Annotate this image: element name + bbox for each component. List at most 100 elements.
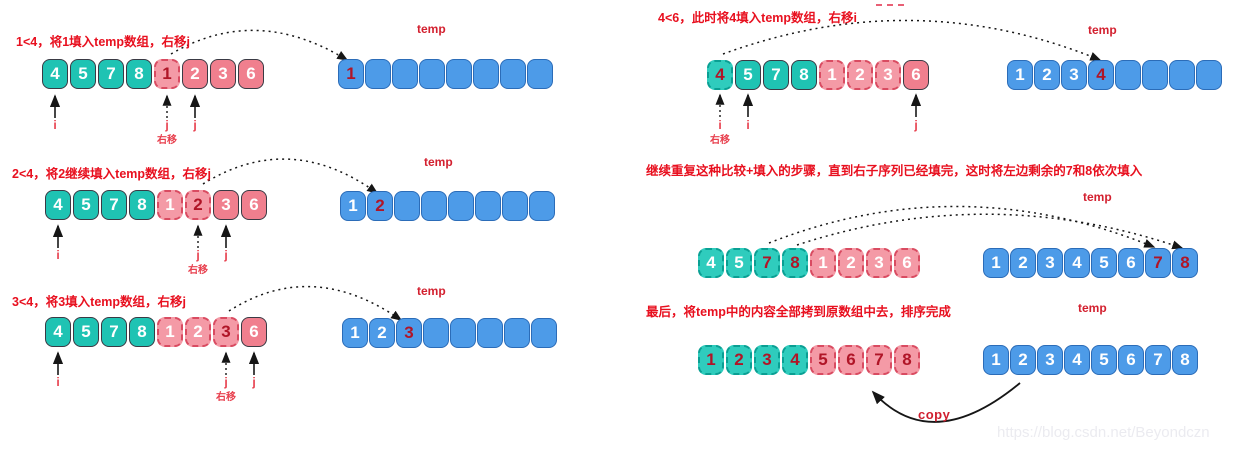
array-cell: 7 [1145, 345, 1171, 375]
step4-temp-label: temp [1088, 23, 1117, 37]
array-cell [500, 59, 526, 89]
array-cell: 3 [396, 318, 422, 348]
array-cell [529, 191, 555, 221]
step2-temp-label: temp [424, 155, 453, 169]
step6-caption: 最后，将temp中的内容全部拷到原数组中去，排序完成 [646, 305, 951, 319]
array-cell: 7 [101, 190, 127, 220]
array-cell [531, 318, 557, 348]
step3-j-new-label: j [252, 375, 256, 389]
array-cell [392, 59, 418, 89]
array-cell [502, 191, 528, 221]
step1-temp-array: 1 [338, 59, 553, 89]
array-cell: 5 [735, 60, 761, 90]
array-cell: 2 [185, 317, 211, 347]
array-cell: 4 [1088, 60, 1114, 90]
step2-j-new-label: j [224, 248, 228, 262]
array-cell [448, 191, 474, 221]
array-cell [450, 318, 476, 348]
array-cell: 2 [1034, 60, 1060, 90]
array-cell [423, 318, 449, 348]
step1-temp-label: temp [417, 22, 446, 36]
array-cell: 1 [1007, 60, 1033, 90]
array-cell: 6 [241, 190, 267, 220]
step1-caption: 1<4，将1填入temp数组，右移j [16, 35, 190, 49]
array-cell: 2 [369, 318, 395, 348]
array-cell: 6 [241, 317, 267, 347]
array-cell: 1 [157, 190, 183, 220]
copy-label: copy [918, 407, 951, 422]
step4-shift-label: 右移 [710, 135, 730, 146]
array-cell: 1 [342, 318, 368, 348]
array-cell: 4 [1064, 345, 1090, 375]
array-cell: 1 [340, 191, 366, 221]
array-cell: 2 [1010, 345, 1036, 375]
array-cell: 6 [903, 60, 929, 90]
step3-temp-label: temp [417, 284, 446, 298]
array-cell: 8 [129, 317, 155, 347]
array-cell: 8 [782, 248, 808, 278]
array-cell [1115, 60, 1141, 90]
array-cell: 5 [1091, 248, 1117, 278]
array-cell: 3 [213, 317, 239, 347]
array-cell: 3 [1061, 60, 1087, 90]
array-cell [446, 59, 472, 89]
array-cell: 3 [866, 248, 892, 278]
move-arc-step2 [202, 158, 379, 194]
array-cell: 6 [1118, 345, 1144, 375]
array-cell: 5 [73, 190, 99, 220]
step2-caption: 2<4，将2继续填入temp数组，右移j [12, 167, 211, 181]
array-cell [421, 191, 447, 221]
array-cell: 4 [782, 345, 808, 375]
array-cell [504, 318, 530, 348]
array-cell [473, 59, 499, 89]
step3-j-old-label: j [224, 375, 228, 389]
array-cell: 5 [73, 317, 99, 347]
array-cell: 7 [98, 59, 124, 89]
array-cell: 1 [810, 248, 836, 278]
array-cell: 6 [238, 59, 264, 89]
array-cell: 3 [1037, 248, 1063, 278]
array-cell: 1 [819, 60, 845, 90]
array-cell: 2 [726, 345, 752, 375]
array-cell: 4 [1064, 248, 1090, 278]
array-cell: 4 [42, 59, 68, 89]
step1-j-old-label: j [165, 118, 169, 132]
array-cell: 8 [126, 59, 152, 89]
move-arc-step5-7 [768, 205, 1156, 248]
array-cell: 3 [210, 59, 236, 89]
watermark: https://blog.csdn.net/Beyondczn [997, 424, 1210, 441]
step1-shift-label: 右移 [157, 135, 177, 146]
array-cell: 2 [185, 190, 211, 220]
array-cell: 7 [754, 248, 780, 278]
step1-j-new-label: j [193, 118, 197, 132]
step2-shift-label: 右移 [188, 265, 208, 276]
step6-temp-label: temp [1078, 301, 1107, 315]
array-cell [1169, 60, 1195, 90]
array-cell: 8 [1172, 345, 1198, 375]
step1-i-label: i [53, 118, 57, 132]
array-cell: 5 [1091, 345, 1117, 375]
array-cell: 8 [791, 60, 817, 90]
array-cell: 2 [1010, 248, 1036, 278]
array-cell: 4 [707, 60, 733, 90]
array-cell [394, 191, 420, 221]
array-cell: 4 [698, 248, 724, 278]
array-cell [477, 318, 503, 348]
move-arc-step1 [170, 29, 349, 61]
array-cell: 7 [866, 345, 892, 375]
array-cell: 5 [726, 248, 752, 278]
array-cell: 3 [1037, 345, 1063, 375]
array-cell: 5 [70, 59, 96, 89]
array-cell [1196, 60, 1222, 90]
cropped-cell-fragment [876, 0, 904, 6]
step3-caption: 3<4，将3填入temp数组，右移j [12, 295, 186, 309]
step4-i-new-label: i [746, 118, 750, 132]
array-cell: 4 [45, 190, 71, 220]
